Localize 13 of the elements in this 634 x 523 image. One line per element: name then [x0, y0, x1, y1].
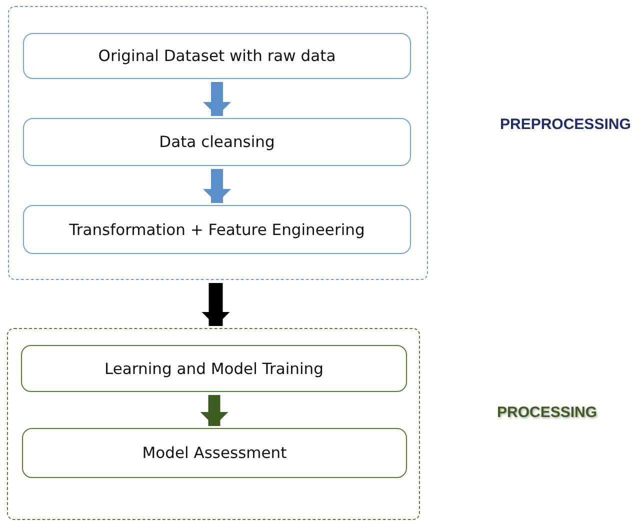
block-arrow	[203, 82, 231, 116]
process-box: Model Assessment	[22, 428, 407, 478]
section-heading: PREPROCESSING	[500, 116, 631, 133]
block-arrow	[203, 169, 231, 203]
section-heading: PROCESSING	[497, 404, 598, 421]
process-box: Learning and Model Training	[21, 345, 407, 392]
process-box: Data cleansing	[23, 118, 411, 166]
dashed-group-box	[8, 6, 428, 280]
dashed-group-box	[7, 328, 420, 520]
process-box: Original Dataset with raw data	[23, 33, 411, 79]
block-arrow	[202, 283, 230, 326]
block-arrow	[200, 395, 228, 426]
process-box: Transformation + Feature Engineering	[23, 205, 411, 254]
